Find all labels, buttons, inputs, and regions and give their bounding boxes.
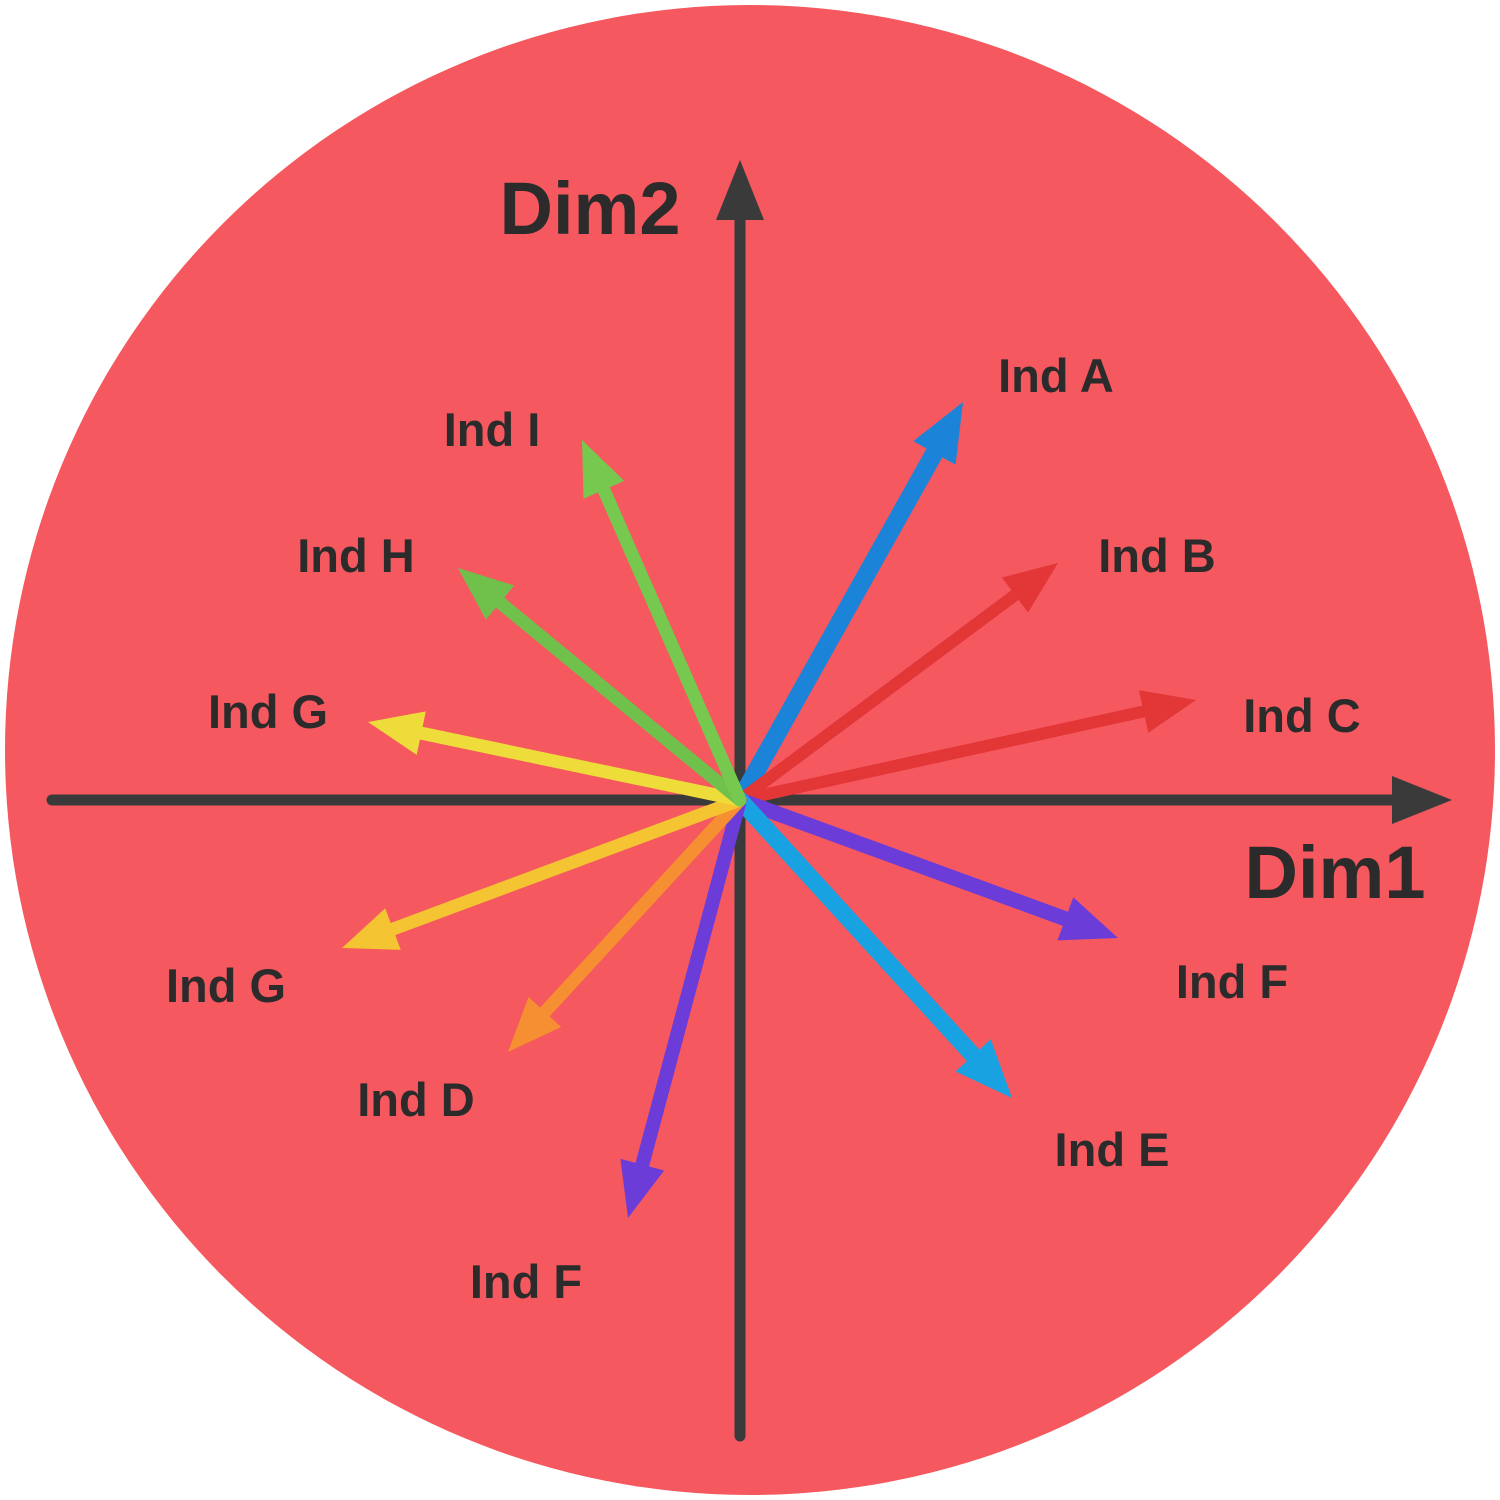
vector-ind-f-right-head bbox=[1057, 897, 1118, 941]
vector-label-ind-a: Ind A bbox=[998, 349, 1114, 402]
vector-ind-a-head bbox=[913, 402, 963, 465]
vector-ind-f-left-head bbox=[620, 1158, 665, 1218]
vector-ind-g-lower-shaft bbox=[386, 793, 747, 936]
vector-ind-c-shaft bbox=[734, 705, 1150, 806]
vector-ind-g-lower-head bbox=[342, 908, 401, 950]
vector-label-ind-c: Ind C bbox=[1243, 689, 1360, 742]
vector-label-ind-h: Ind H bbox=[297, 529, 414, 582]
y-axis-label: Dim2 bbox=[500, 167, 681, 250]
vector-labels-group: Ind A Ind B Ind C Ind F Ind E Ind F Ind D Ind G… bbox=[166, 349, 1361, 1308]
vector-label-ind-d: Ind D bbox=[357, 1073, 474, 1126]
y-axis-arrow-head bbox=[716, 160, 764, 220]
vector-ind-g-upper-shaft bbox=[414, 726, 747, 807]
vector-label-ind-f-left: Ind F bbox=[470, 1255, 582, 1308]
background-circle bbox=[5, 5, 1495, 1495]
vector-ind-h-head bbox=[458, 568, 515, 620]
vector-label-ind-f-right: Ind F bbox=[1176, 955, 1288, 1008]
vector-ind-a-shaft bbox=[731, 443, 944, 809]
vector-ind-f-right-shaft bbox=[732, 792, 1073, 927]
vectors-group bbox=[342, 402, 1196, 1218]
vector-label-ind-e: Ind E bbox=[1055, 1123, 1170, 1176]
vector-ind-b-head bbox=[1001, 563, 1058, 613]
x-axis-arrow-head bbox=[1392, 776, 1452, 824]
vector-ind-f-left-shaft bbox=[635, 793, 747, 1172]
vector-label-ind-g-lower: Ind G bbox=[166, 959, 286, 1012]
vector-ind-g-upper-head bbox=[368, 711, 426, 755]
vector-ind-i-head bbox=[582, 440, 625, 499]
vector-ind-b-shaft bbox=[734, 589, 1022, 806]
vector-ind-d-head bbox=[508, 996, 562, 1052]
vector-ind-h-shaft bbox=[493, 596, 747, 807]
vector-label-ind-b: Ind B bbox=[1098, 529, 1215, 582]
vector-ind-c-head bbox=[1138, 690, 1196, 733]
x-axis-label: Dim1 bbox=[1245, 831, 1426, 914]
vector-ind-e-head bbox=[955, 1039, 1012, 1098]
vector-ind-d-shaft bbox=[538, 793, 747, 1019]
vector-label-ind-g-upper: Ind G bbox=[208, 685, 328, 738]
vector-ind-i-shaft bbox=[597, 483, 747, 807]
vector-label-ind-i: Ind I bbox=[444, 403, 541, 456]
vector-ind-e-shaft bbox=[731, 791, 982, 1064]
